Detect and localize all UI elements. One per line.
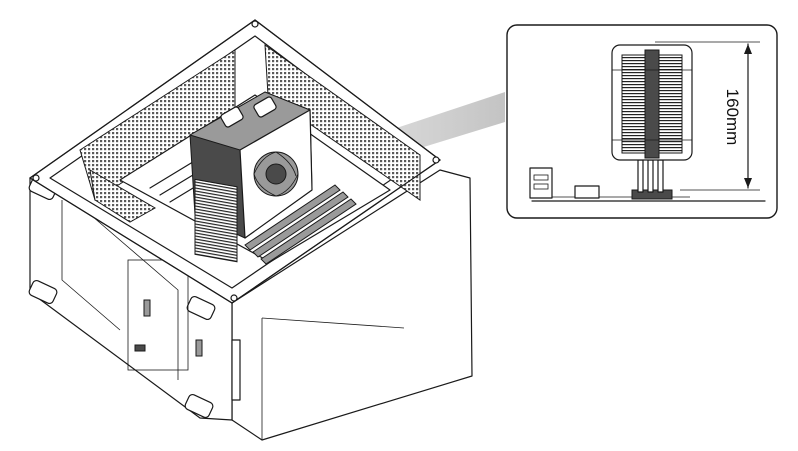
pc-case — [28, 19, 505, 441]
dimension-label: 160mm — [723, 89, 742, 146]
clearance-inset: 160mm — [506, 24, 778, 219]
bottom-mesh-panel — [89, 169, 157, 223]
inset-cooler — [611, 44, 693, 200]
case-foot-bottom-left — [28, 279, 58, 305]
rear-mesh-panel — [264, 43, 421, 201]
io-panel — [127, 259, 189, 371]
case-foot-bottom-right — [184, 393, 214, 419]
ram-modules — [244, 184, 357, 265]
case-foot-top-right — [186, 295, 216, 321]
height-dimension: 160mm — [655, 41, 760, 191]
inset-chip — [574, 185, 600, 199]
cpu-cooler — [188, 91, 313, 263]
inset-io-block — [529, 167, 553, 199]
